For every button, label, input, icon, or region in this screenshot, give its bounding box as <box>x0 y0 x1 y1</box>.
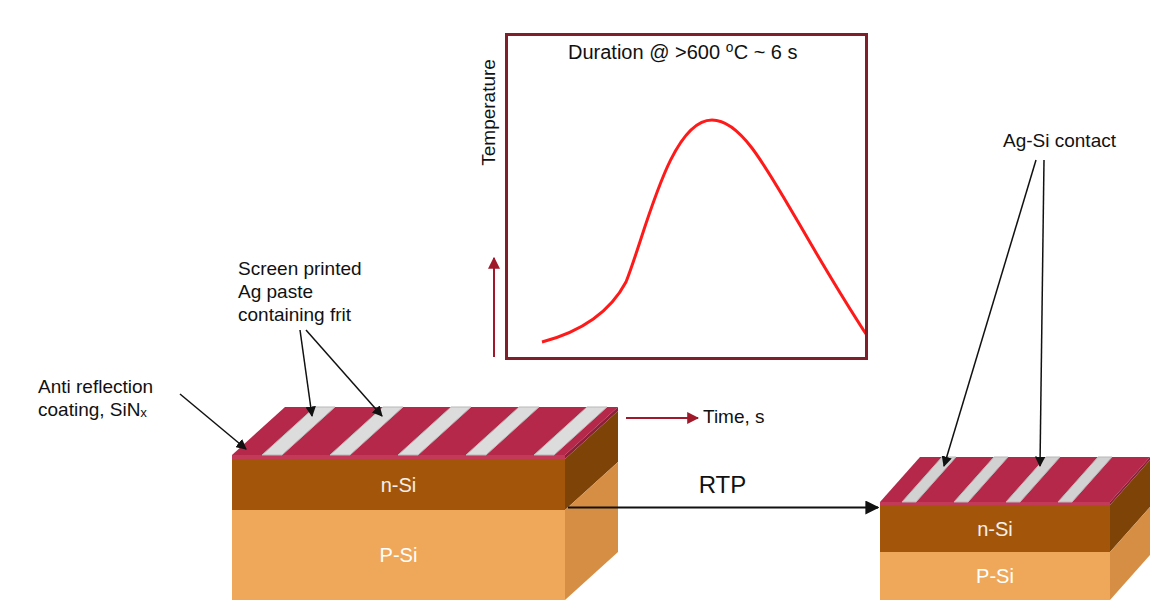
ag-finger <box>330 407 403 455</box>
p-si-side-face <box>1110 507 1150 600</box>
temperature-curve <box>542 120 866 342</box>
callout-label: Screen printed Ag paste containing frit <box>238 258 388 326</box>
callout-label: Anti reflection coating, SiNₓ <box>38 376 188 422</box>
graph-frame: Duration @ >600 ⁰C ~ 6 s <box>505 33 868 360</box>
ag-finger <box>262 407 335 455</box>
edge-label: RTP <box>699 471 747 500</box>
node-text: n-Si <box>381 473 417 497</box>
process-arrow <box>568 507 878 509</box>
p-si-side-face <box>565 462 618 600</box>
leader-arrow <box>1040 160 1044 466</box>
leader-arrow <box>300 330 312 416</box>
node-text: n-Si <box>977 517 1013 541</box>
ag-finger <box>398 407 471 455</box>
ag-finger <box>1058 457 1112 502</box>
axis-label: Time, s <box>703 406 765 429</box>
axis-label: Temperature <box>478 59 501 166</box>
callout-label: Ag-Si contact <box>1003 130 1116 153</box>
arc-top-surface <box>232 407 618 455</box>
node-text: P-Si <box>976 564 1014 588</box>
leader-arrow <box>306 330 382 416</box>
ag-finger <box>902 457 956 502</box>
n-si-layer: n-Si <box>232 459 565 510</box>
ag-finger <box>534 407 607 455</box>
p-si-layer: P-Si <box>880 552 1110 600</box>
time-axis-arrow <box>626 417 698 419</box>
ag-finger <box>954 457 1008 502</box>
ag-finger <box>1006 457 1060 502</box>
leader-arrow <box>944 160 1036 466</box>
temperature-axis-arrow <box>493 258 495 357</box>
leader-arrow <box>180 394 246 449</box>
node-text: P-Si <box>380 543 418 567</box>
n-si-layer: n-Si <box>880 505 1110 552</box>
arc-top-surface <box>880 457 1150 502</box>
ag-finger <box>466 407 539 455</box>
node-text: Duration @ >600 ⁰C ~ 6 s <box>568 40 798 64</box>
p-si-layer: P-Si <box>232 510 565 600</box>
